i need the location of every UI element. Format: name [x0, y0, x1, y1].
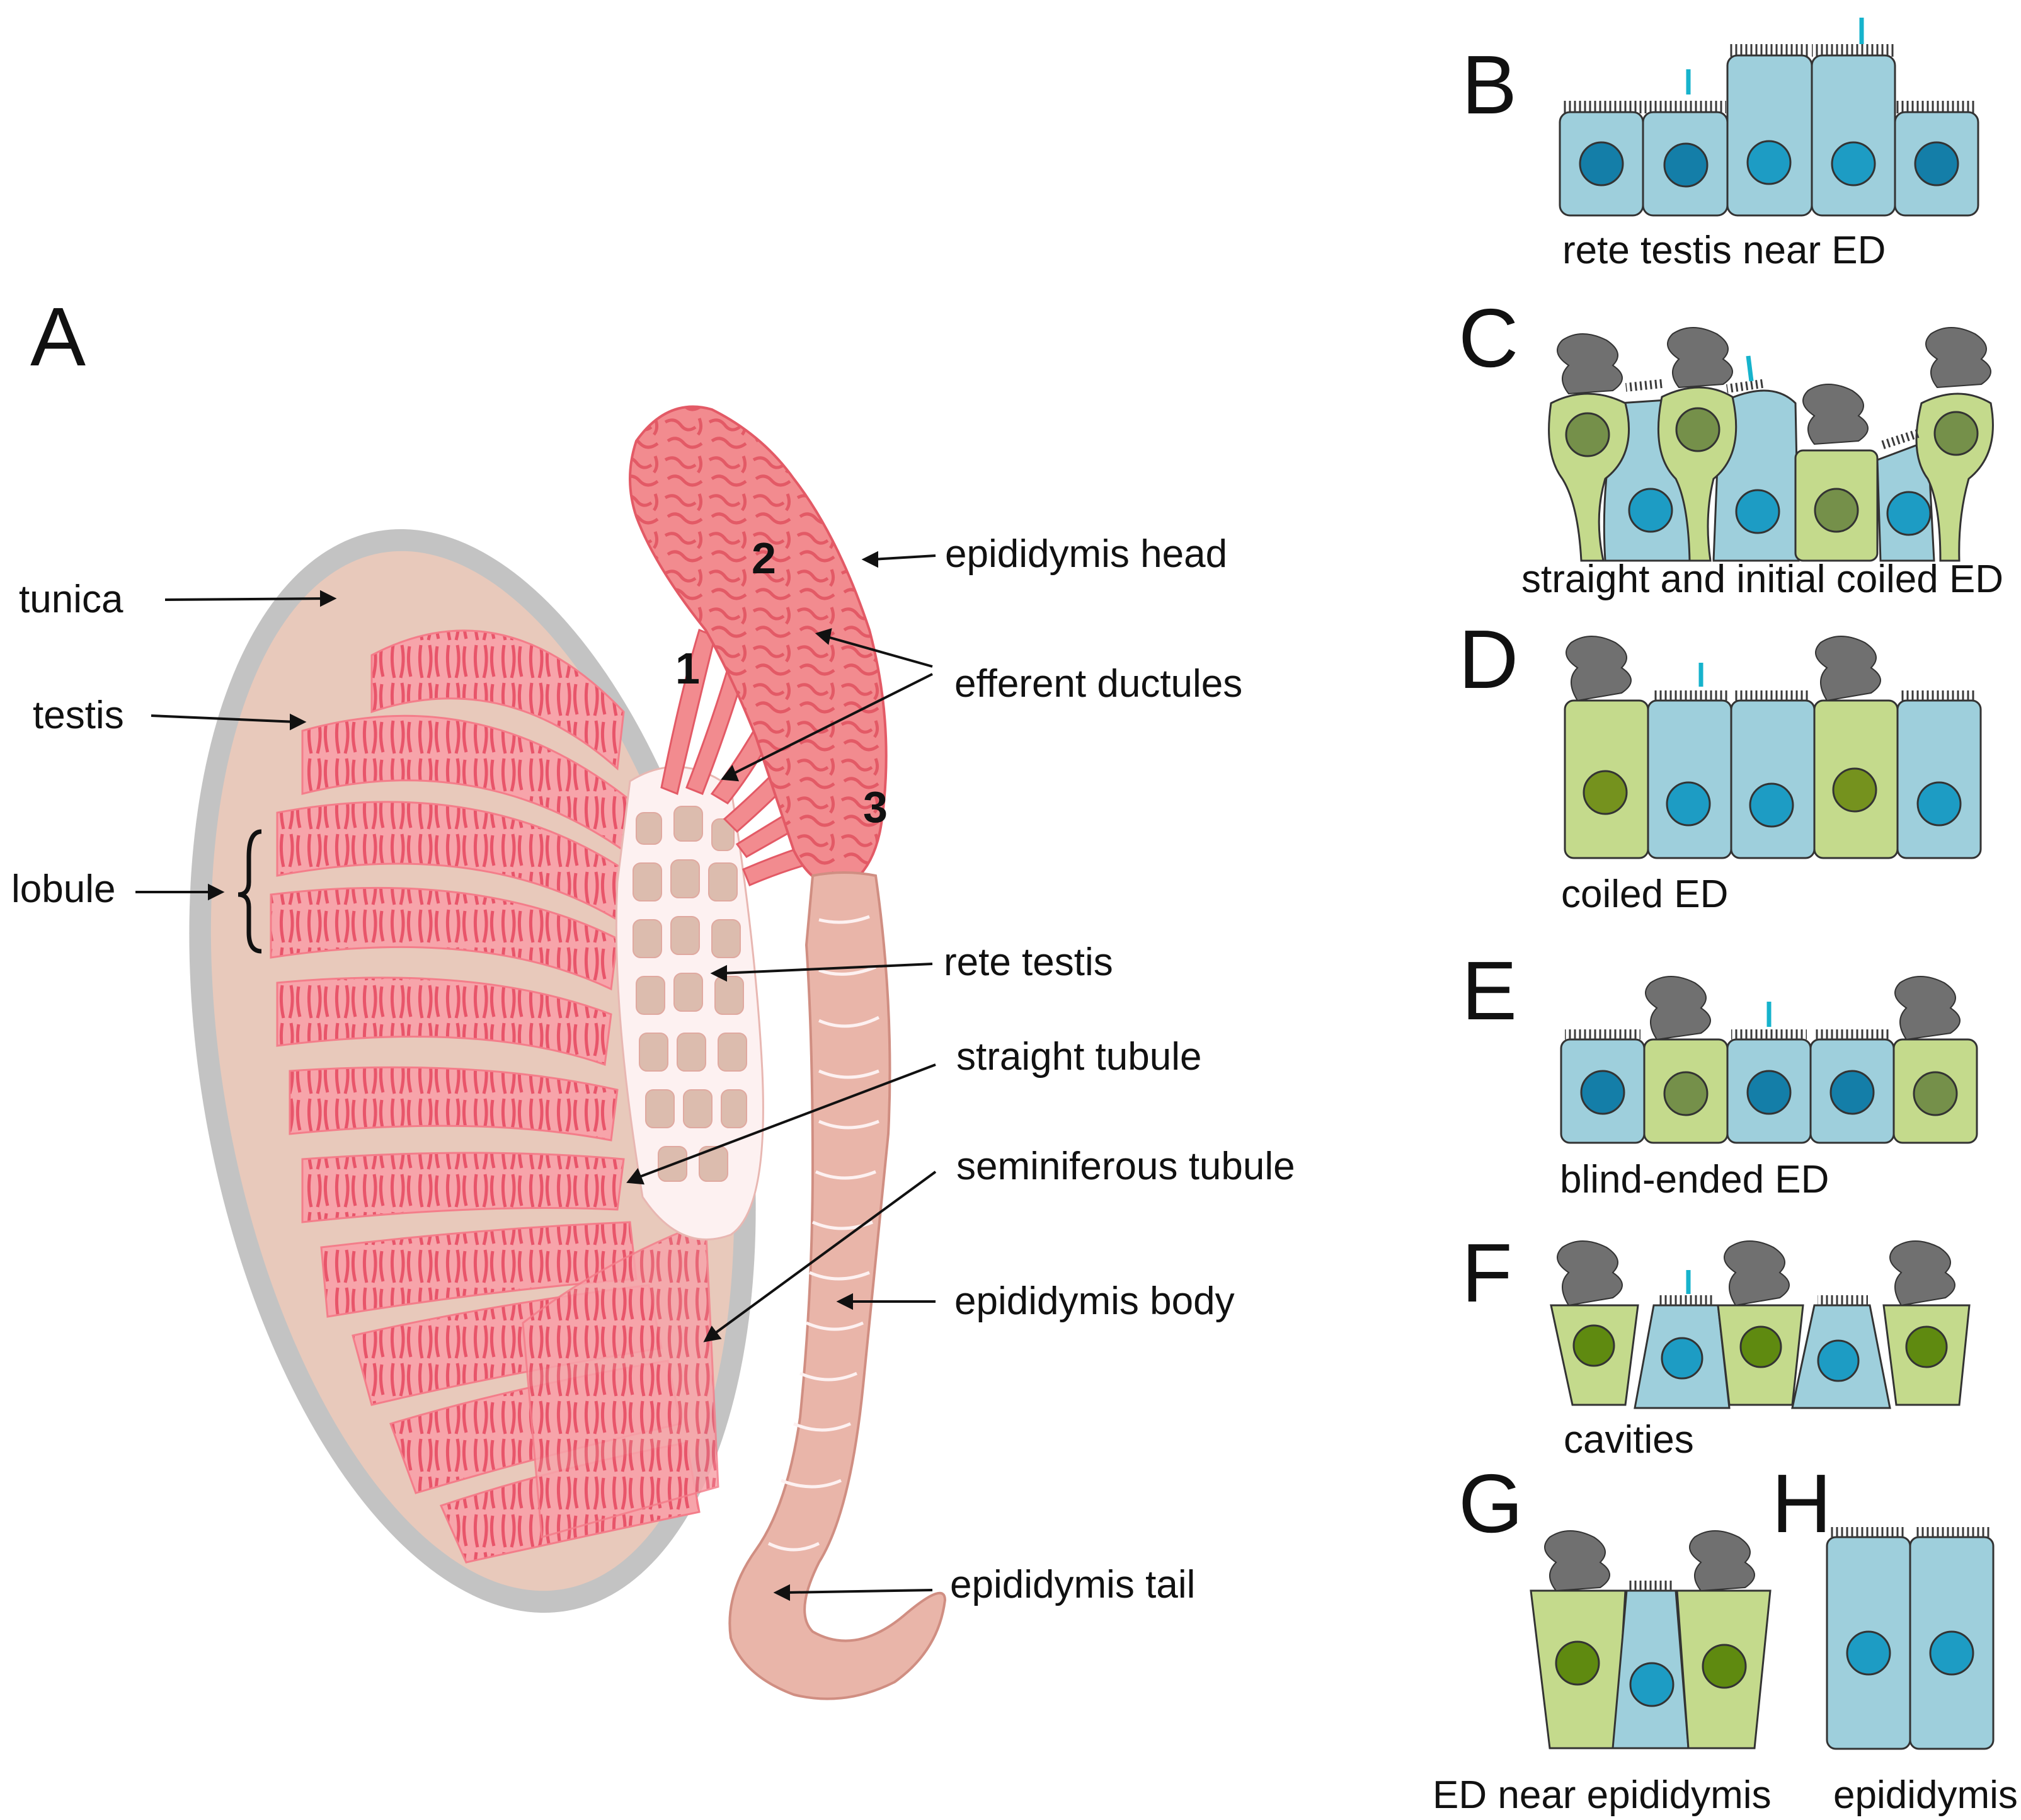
epididymis-coils: [767, 915, 880, 1552]
lobule-row: [301, 1152, 625, 1223]
panel-label-f: F: [1462, 1227, 1513, 1319]
label-tunica: tunica: [19, 578, 123, 621]
blue-cell: [1811, 54, 1896, 217]
epithelium-f: cavities: [1550, 1240, 1971, 1462]
epididymis-body-tail: [728, 871, 947, 1700]
label-rete-testis: rete testis: [944, 941, 1113, 984]
blue-cell: [1726, 54, 1813, 217]
label-straight-tubule: straight tubule: [956, 1035, 1201, 1079]
caption-d: coiled ED: [1561, 873, 1728, 916]
epithelium-c: straight and initial coiled ED: [1521, 327, 2003, 601]
epithelium-h: epididymis: [1826, 1527, 2018, 1817]
epithelium-e: blind-ended ED: [1560, 976, 1978, 1201]
lobule-row: [522, 1220, 719, 1538]
panel-label-h: H: [1772, 1457, 1831, 1550]
caption-g: ED near epididymis: [1433, 1773, 1772, 1817]
testis-diagram: [189, 405, 947, 1700]
region-number-3: 3: [863, 782, 888, 832]
lobule-row: [276, 976, 612, 1067]
panel-label-b: B: [1462, 38, 1517, 131]
label-lobule: lobule: [11, 867, 115, 911]
label-testis: testis: [33, 694, 124, 737]
caption-e: blind-ended ED: [1560, 1158, 1829, 1201]
lobule-brace: [238, 829, 262, 954]
anatomy-labels: A tunica testis lobule epididymis head e…: [11, 290, 1295, 1606]
lobules: [270, 629, 719, 1564]
caption-b: rete testis near ED: [1562, 229, 1886, 272]
panel-label-g: G: [1458, 1457, 1523, 1550]
label-epididymis-body: epididymis body: [954, 1279, 1235, 1323]
caption-c: straight and initial coiled ED: [1521, 558, 2003, 601]
region-number-1: 1: [675, 644, 700, 693]
lobule-row: [289, 1066, 619, 1142]
epithelium-panels: B C D E F G H rete testis near ED: [1433, 18, 2018, 1817]
label-arrows: [135, 551, 937, 1601]
epithelium-b: rete testis near ED: [1559, 18, 1979, 272]
panel-label-d: D: [1458, 613, 1518, 706]
blue-cell: [1730, 699, 1816, 859]
cilia-tufts: [1557, 327, 1991, 445]
caption-f: cavities: [1564, 1418, 1694, 1462]
label-epididymis-tail: epididymis tail: [950, 1563, 1195, 1606]
blue-cell: [1647, 699, 1732, 859]
label-seminiferous-tubule: seminiferous tubule: [956, 1145, 1295, 1188]
label-epididymis-head: epididymis head: [945, 532, 1227, 576]
panel-label-a: A: [30, 290, 86, 383]
panel-label-e: E: [1462, 944, 1517, 1037]
epithelium-d: coiled ED: [1561, 636, 1982, 916]
label-efferent-ductules: efferent ductules: [954, 662, 1242, 706]
blue-cell: [1896, 699, 1982, 859]
caption-h: epididymis: [1833, 1773, 2018, 1817]
panel-label-c: C: [1458, 292, 1518, 384]
region-number-2: 2: [752, 534, 776, 583]
rete-testis: [615, 765, 764, 1240]
epithelium-g: ED near epididymis: [1433, 1530, 1772, 1817]
lobule-row: [370, 629, 625, 771]
lobule-row: [270, 886, 619, 991]
